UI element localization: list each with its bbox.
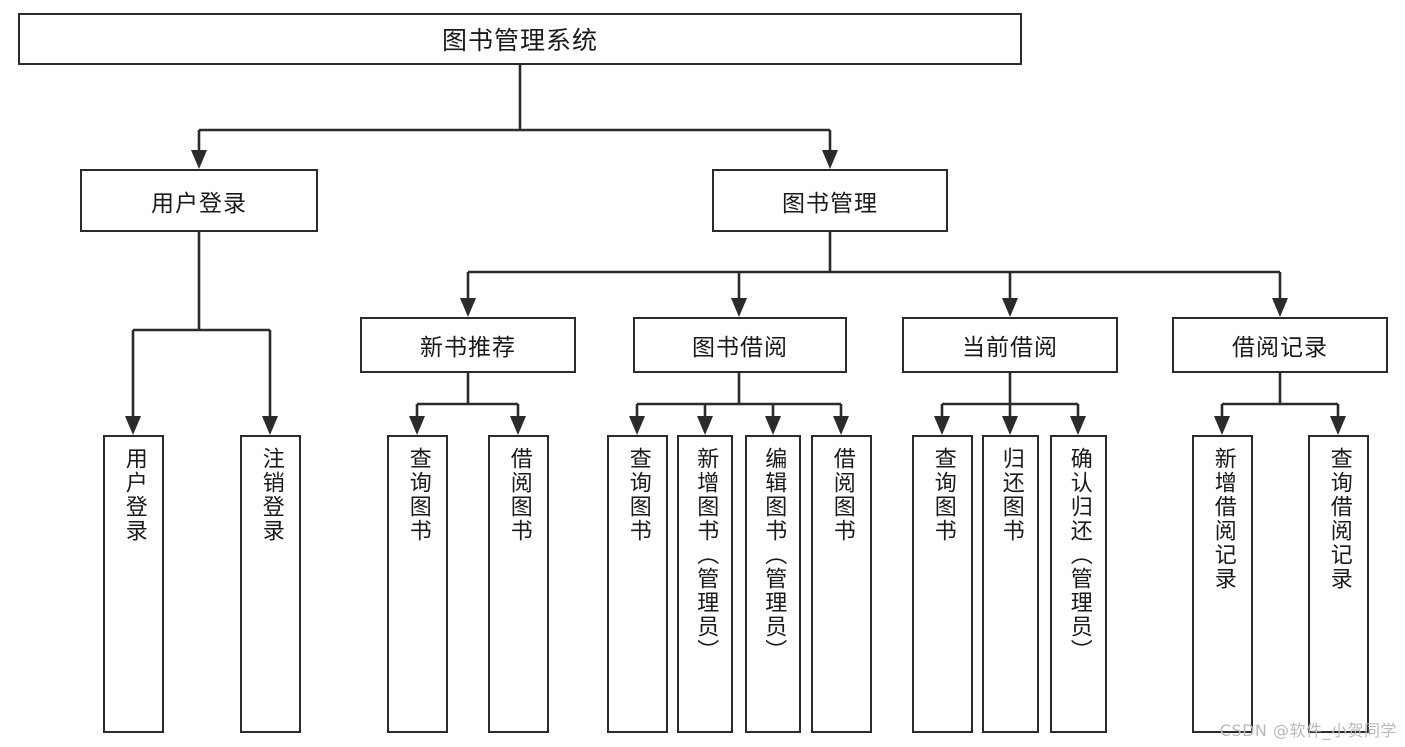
node-user-login-label: 用户登录 (151, 190, 247, 217)
node-leaf-query-book-3-label: 查询图书 (930, 447, 956, 543)
node-leaf-user-logout[interactable]: 注销登录 (240, 435, 301, 733)
node-root-label: 图书管理系统 (441, 26, 598, 55)
node-leaf-user-logout-label: 注销登录 (258, 447, 284, 543)
node-book-borrow-label: 图书借阅 (692, 335, 788, 361)
arrow-bm-to-current-borrow (1002, 298, 1018, 317)
node-root[interactable]: 图书管理系统 (18, 13, 1022, 65)
arrow-br-l2 (1330, 416, 1346, 435)
arrow-root-to-user-login (191, 150, 207, 169)
node-user-login[interactable]: 用户登录 (80, 169, 318, 232)
node-borrow-record[interactable]: 借阅记录 (1172, 317, 1388, 373)
node-leaf-query-record-label: 查询借阅记录 (1326, 447, 1352, 591)
arrow-bm-to-new-book (460, 298, 476, 317)
arrow-bb-l3 (765, 416, 781, 435)
node-leaf-query-book-2[interactable]: 查询图书 (607, 435, 668, 733)
arrow-user-login-to-leaf1 (125, 416, 141, 435)
node-book-manage-label: 图书管理 (782, 190, 878, 217)
node-leaf-edit-book-label: 编辑图书（管理员） (761, 447, 787, 663)
node-book-manage[interactable]: 图书管理 (712, 169, 948, 232)
node-leaf-add-record-label: 新增借阅记录 (1210, 447, 1236, 591)
node-leaf-add-book[interactable]: 新增图书（管理员） (677, 435, 733, 733)
arrow-bb-l2 (697, 416, 713, 435)
arrow-bb-l1 (629, 416, 645, 435)
node-leaf-user-login[interactable]: 用户登录 (103, 435, 164, 733)
node-leaf-return-book[interactable]: 归还图书 (982, 435, 1039, 733)
node-leaf-return-book-label: 归还图书 (998, 447, 1024, 543)
node-leaf-borrow-book-1-label: 借阅图书 (506, 447, 532, 543)
arrow-cb-l1 (934, 416, 950, 435)
arrow-nbr-l1 (409, 416, 425, 435)
node-current-borrow-label: 当前借阅 (962, 335, 1058, 361)
node-leaf-add-book-label: 新增图书（管理员） (693, 447, 719, 663)
arrow-bm-to-borrow-record (1272, 298, 1288, 317)
arrow-br-l1 (1214, 416, 1230, 435)
arrow-root-to-book-manage (822, 150, 838, 169)
arrow-cb-l3 (1070, 416, 1086, 435)
node-current-borrow[interactable]: 当前借阅 (902, 317, 1118, 373)
node-leaf-query-book-1[interactable]: 查询图书 (387, 435, 448, 733)
node-leaf-borrow-book-2[interactable]: 借阅图书 (811, 435, 872, 733)
node-new-book-recommend[interactable]: 新书推荐 (360, 317, 576, 373)
node-leaf-query-book-1-label: 查询图书 (405, 447, 431, 543)
node-leaf-edit-book[interactable]: 编辑图书（管理员） (745, 435, 801, 733)
arrow-bm-to-book-borrow (731, 298, 747, 317)
arrow-bb-l4 (833, 416, 849, 435)
node-leaf-query-book-3[interactable]: 查询图书 (912, 435, 973, 733)
node-new-book-recommend-label: 新书推荐 (420, 335, 516, 361)
node-leaf-borrow-book-1[interactable]: 借阅图书 (488, 435, 549, 733)
node-leaf-borrow-book-2-label: 借阅图书 (829, 447, 855, 543)
node-borrow-record-label: 借阅记录 (1232, 335, 1328, 361)
node-leaf-query-book-2-label: 查询图书 (625, 447, 651, 543)
node-book-borrow[interactable]: 图书借阅 (633, 317, 847, 373)
arrow-nbr-l2 (510, 416, 526, 435)
node-leaf-user-login-label: 用户登录 (121, 447, 147, 543)
node-leaf-query-record[interactable]: 查询借阅记录 (1308, 435, 1369, 733)
arrow-user-login-to-leaf2 (262, 416, 278, 435)
node-leaf-confirm-return[interactable]: 确认归还（管理员） (1050, 435, 1107, 733)
node-leaf-confirm-return-label: 确认归还（管理员） (1066, 447, 1092, 663)
node-leaf-add-record[interactable]: 新增借阅记录 (1192, 435, 1253, 733)
csdn-watermark: CSDN @软件_小贺同学 (1219, 721, 1397, 740)
arrow-cb-l2 (1002, 416, 1018, 435)
